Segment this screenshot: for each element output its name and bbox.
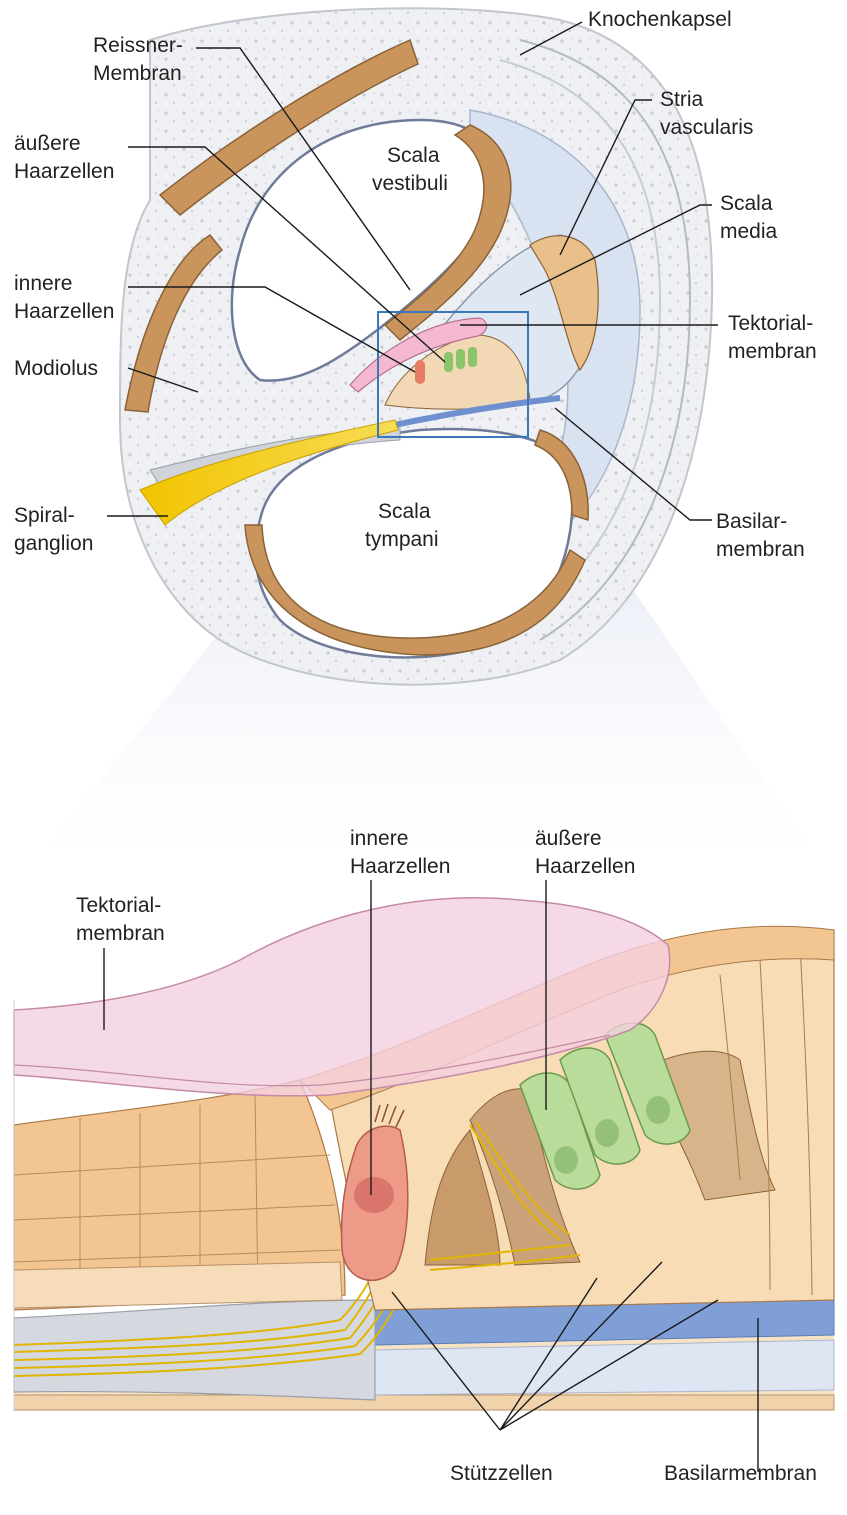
label-spiral-1: Spiral-	[14, 504, 75, 527]
label-tektorial-2: membran	[728, 340, 817, 363]
label-basilar-1: Basilar-	[716, 510, 787, 533]
label-bottom-innere-1: innere	[350, 827, 408, 850]
zoom-frame	[377, 311, 529, 438]
tectorial-membrane-edge	[13, 1034, 611, 1087]
label-spiral-2: ganglion	[14, 532, 93, 555]
bottom-organ-of-corti: innere Haarzellen äußere Haarzellen Tekt…	[13, 827, 835, 1485]
tympani-wall-right	[534, 429, 589, 522]
label-reissner-1: Reissner-	[93, 34, 183, 57]
label-knochenkapsel: Knochenkapsel	[588, 8, 732, 31]
label-stria-2: vascularis	[660, 116, 753, 139]
outer-hair-cell-nucleus-2	[595, 1119, 619, 1147]
outer-hair-cell-large-2	[559, 1047, 641, 1165]
label-bottom-aeussere-1: äußere	[535, 827, 602, 850]
tectorial-membrane-large	[13, 897, 671, 1097]
label-aeussere-1: äußere	[14, 132, 81, 155]
inner-hair-cell-nucleus	[354, 1177, 394, 1213]
label-tektorial-1: Tektorial-	[728, 312, 813, 335]
upper-left-wall	[124, 234, 224, 413]
hensen-cells	[719, 944, 813, 1296]
outer-hair-cell-nucleus-1	[554, 1146, 578, 1174]
organ-of-corti-small	[384, 334, 531, 410]
label-scala-vestibuli-2: vestibuli	[372, 172, 448, 195]
bottom-leader-lines	[103, 880, 759, 1472]
label-scala-tympani-2: tympani	[365, 528, 439, 551]
label-stria-1: Stria	[660, 88, 704, 111]
inner-stereocilia	[374, 1103, 405, 1128]
label-bottom-innere-2: Haarzellen	[350, 855, 450, 878]
label-innere-1: innere	[14, 272, 72, 295]
label-reissner-2: Membran	[93, 62, 182, 85]
tympani-wall	[244, 524, 586, 656]
stria-vascularis	[529, 235, 599, 372]
left-cell-row	[13, 1261, 343, 1309]
label-aeussere-2: Haarzellen	[14, 160, 114, 183]
tectorial-small	[349, 317, 488, 393]
label-scala-tympani-1: Scala	[378, 500, 431, 523]
capsule-outline-inner	[499, 59, 662, 621]
outer-nerve-fibers	[429, 1121, 581, 1271]
vestibuli-wall	[383, 124, 512, 342]
upper-turn-wall	[158, 38, 419, 217]
outer-hair-cell-nucleus-3	[646, 1096, 670, 1124]
label-bottom-aeussere-2: Haarzellen	[535, 855, 635, 878]
label-modiolus: Modiolus	[14, 357, 98, 380]
top-cross-section: Knochenkapsel Reissner- Membran Stria va…	[14, 7, 820, 860]
spiral-ganglion-nerve	[139, 419, 399, 526]
osseous-spiral-lamina	[13, 1299, 376, 1401]
inner-hair-cell-small	[415, 360, 425, 384]
label-basilar-2: membran	[716, 538, 805, 561]
lower-cell-row	[13, 1394, 835, 1411]
label-bottom-tektorial-1: Tektorial-	[76, 894, 161, 917]
basilar-membrane-small	[379, 395, 561, 431]
label-stuetzzellen: Stützzellen	[450, 1462, 553, 1485]
label-scala-vestibuli-1: Scala	[387, 144, 440, 167]
label-scala-media-2: media	[720, 220, 778, 243]
label-innere-2: Haarzellen	[14, 300, 114, 323]
outer-hair-cell-small-2	[456, 349, 465, 369]
outer-hair-cell-small-1	[444, 352, 453, 372]
tunnel-of-corti	[424, 1128, 501, 1266]
label-basilarmembran: Basilarmembran	[664, 1462, 817, 1485]
capsule-outline	[519, 39, 692, 641]
label-bottom-tektorial-2: membran	[76, 922, 165, 945]
label-scala-media-1: Scala	[720, 192, 773, 215]
top-leader-lines	[107, 21, 718, 521]
outer-hair-cell-small-3	[468, 347, 477, 367]
